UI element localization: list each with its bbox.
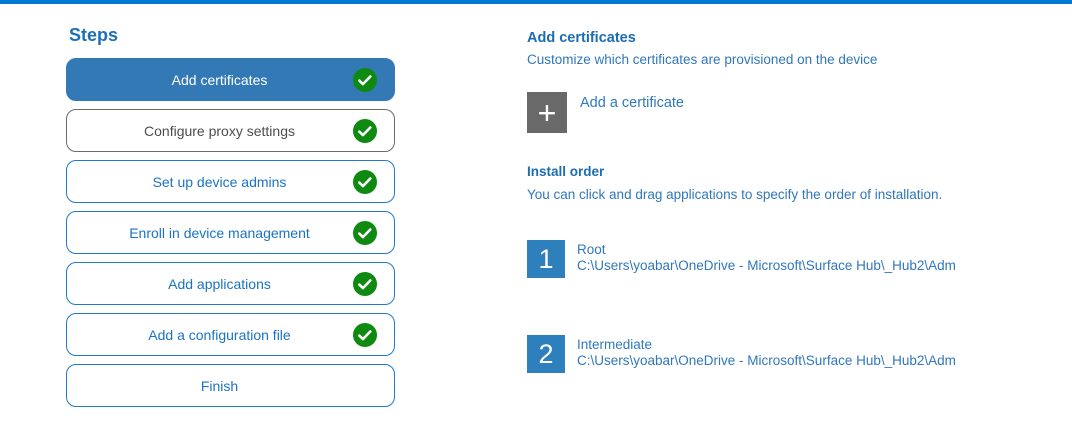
plus-icon[interactable]: + (527, 92, 567, 133)
check-icon (353, 118, 377, 143)
step-add-applications[interactable]: Add applications (66, 262, 395, 305)
steps-sidebar: Steps Add certificates Configure proxy s… (66, 25, 395, 415)
check-icon (353, 271, 377, 296)
order-item-text: Intermediate C:\Users\yoabar\OneDrive - … (577, 337, 956, 369)
step-label: Configure proxy settings (144, 122, 295, 139)
certificate-name: Root (577, 242, 606, 257)
step-label: Enroll in device management (129, 224, 310, 241)
add-certificate-label: Add a certificate (580, 95, 684, 111)
certificate-path: C:\Users\yoabar\OneDrive - Microsoft\Sur… (577, 258, 956, 273)
step-finish[interactable]: Finish (66, 364, 395, 407)
check-icon (353, 322, 377, 347)
step-label: Add a configuration file (148, 326, 291, 343)
step-enroll-in-device-management[interactable]: Enroll in device management (66, 211, 395, 254)
step-label: Finish (200, 377, 239, 394)
check-icon (353, 67, 377, 92)
step-label: Add applications (168, 275, 271, 292)
add-certificate-button[interactable]: + Add a certificate (527, 92, 1047, 133)
check-icon (353, 220, 377, 245)
certificate-path: C:\Users\yoabar\OneDrive - Microsoft\Sur… (577, 353, 956, 368)
section-description: Customize which certificates are provisi… (527, 52, 878, 67)
order-number-badge: 1 (527, 240, 565, 278)
step-label: Add certificates (171, 71, 268, 88)
step-add-certificates[interactable]: Add certificates (66, 58, 395, 101)
install-order-item-root[interactable]: 1 Root C:\Users\yoabar\OneDrive - Micros… (527, 240, 1047, 278)
order-item-text: Root C:\Users\yoabar\OneDrive - Microsof… (577, 242, 956, 274)
step-set-up-device-admins[interactable]: Set up device admins (66, 160, 395, 203)
install-order-description: You can click and drag applications to s… (527, 187, 943, 202)
step-add-a-configuration-file[interactable]: Add a configuration file (66, 313, 395, 356)
install-order-list: 1 Root C:\Users\yoabar\OneDrive - Micros… (527, 240, 1047, 373)
section-title: Add certificates (527, 30, 636, 46)
install-order-item-intermediate[interactable]: 2 Intermediate C:\Users\yoabar\OneDrive … (527, 335, 1047, 373)
install-order-title: Install order (527, 164, 605, 179)
check-icon (353, 169, 377, 194)
steps-title: Steps (69, 25, 119, 45)
certificate-name: Intermediate (577, 337, 653, 352)
step-label: Set up device admins (152, 173, 287, 190)
step-content-panel: Add certificates Customize which certifi… (527, 30, 1047, 373)
order-number-badge: 2 (527, 335, 565, 373)
top-accent-line (0, 0, 1072, 4)
step-configure-proxy-settings[interactable]: Configure proxy settings (66, 109, 395, 152)
